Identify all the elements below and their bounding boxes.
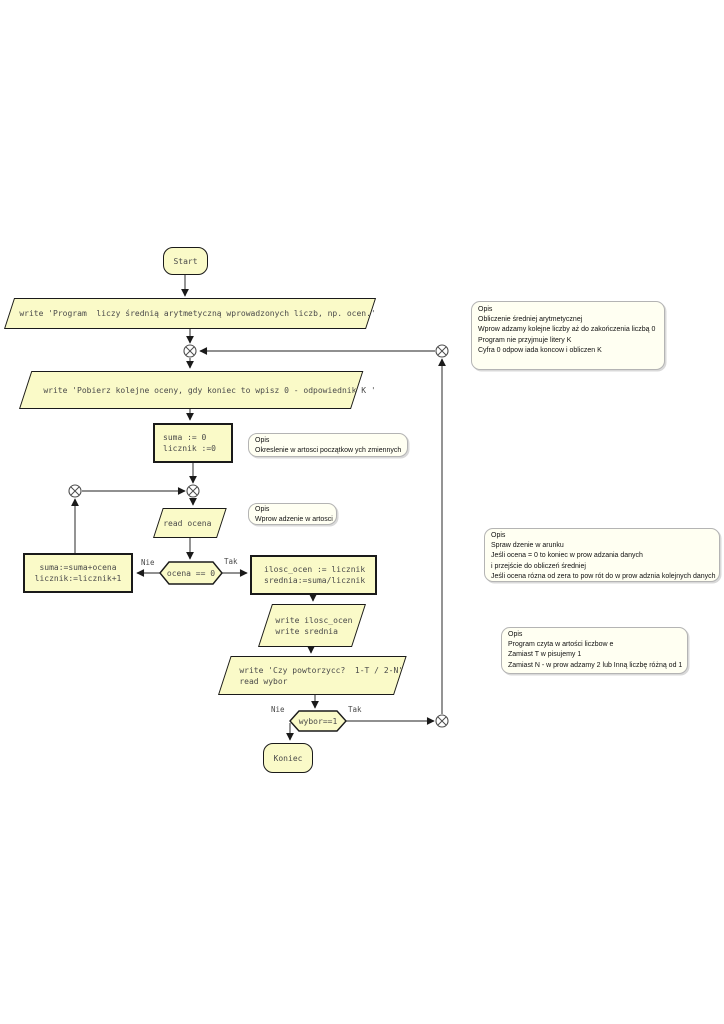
note-line: Program czyta w artości liczbow e (508, 641, 614, 649)
process-compute-line1: ilosc_ocen := licznik (264, 565, 366, 574)
end-label: Koniec (273, 753, 303, 763)
start-node: Start (163, 247, 208, 275)
note-title: Opis (508, 631, 523, 638)
note-line: Spraw dzenie w arunku (491, 542, 564, 550)
note-condition: Opis Spraw dzenie w arunku Jeśli ocena =… (484, 528, 720, 582)
note-line: Program nie przyjmuje litery K (478, 336, 572, 344)
process-accumulate-line1: suma:=suma+ocena (39, 563, 117, 572)
decision-wybor-shape (289, 710, 347, 732)
decision-ocena: ocena == 0 (161, 563, 221, 583)
io-repeat-prompt: write 'Czy powtorzycc? 1-T / 2-N' read w… (218, 656, 407, 695)
io-repeat-line1: write 'Czy powtorzycc? 1-T / 2-N' (239, 665, 404, 675)
process-init-line2: licznik :=0 (163, 444, 216, 453)
note-title: Opis (491, 532, 506, 539)
connector-icon (435, 344, 449, 358)
note-title: Opis (255, 437, 270, 444)
io-read-text: read ocena (163, 518, 212, 528)
note-title: Opis (255, 506, 270, 513)
note-line: Okreslenie w artosci początkow ych zmien… (255, 447, 402, 455)
connector-icon (183, 344, 197, 358)
io-prompt-message: write 'Pobierz kolejne oceny, gdy koniec… (19, 371, 376, 409)
edge-label-wybor-tak: Tak (348, 705, 362, 714)
note-line: Wprow adzenie w artosci (255, 516, 333, 524)
note-line: Cyfra 0 odpow iada koncow i obliczen K (478, 346, 602, 354)
decision-wybor: wybor==1 (293, 712, 343, 730)
note-line: i przejście do obliczeń średniej (491, 562, 586, 570)
start-label: Start (173, 256, 198, 266)
connector-icon (68, 484, 82, 498)
note-line: Jeśli ocena rózna od zera to pow rót do … (491, 572, 716, 580)
note-output: Opis Program czyta w artości liczbow e Z… (501, 627, 688, 674)
note-line: Wprow adzamy kolejne liczby aż do zakońc… (478, 326, 656, 334)
io-repeat-line2: read wybor (239, 676, 288, 686)
connector-icon (186, 484, 200, 498)
end-node: Koniec (263, 743, 313, 773)
process-compute-line2: srednia:=suma/licznik (264, 576, 366, 585)
edge-label-wybor-nie: Nie (271, 705, 285, 714)
edge-label-ocena-nie: Nie (141, 558, 155, 567)
process-accumulate: suma:=suma+ocena licznik:=licznik+1 (23, 553, 133, 593)
connector-icon (435, 714, 449, 728)
io-prompt-text: write 'Pobierz kolejne oceny, gdy koniec… (43, 385, 376, 395)
io-intro-text: write 'Program liczy średnią arytmetyczn… (19, 309, 376, 318)
process-compute: ilosc_ocen := licznik srednia:=suma/licz… (250, 555, 377, 595)
io-read-ocena: read ocena (153, 508, 227, 538)
decision-wybor-label: wybor==1 (298, 716, 338, 726)
io-output-line2: write srednia (275, 626, 338, 636)
note-line: Zamiast N - w prow adzamy 2 lub Inną lic… (508, 661, 683, 669)
io-output-line1: write ilosc_ocen (275, 615, 353, 625)
process-init-line1: suma := 0 (163, 433, 207, 442)
note-intro: Opis Obliczenie średniej arytmetycznej W… (471, 301, 665, 370)
note-read: Opis Wprow adzenie w artosci (248, 503, 337, 525)
io-intro-message: write 'Program liczy średnią arytmetyczn… (4, 298, 377, 329)
io-output: write ilosc_ocen write srednia (258, 604, 366, 647)
note-title: Opis (478, 306, 493, 313)
edge-label-ocena-tak: Tak (224, 557, 238, 566)
decision-ocena-shape (159, 561, 223, 585)
note-init: Opis Okreslenie w artosci początkow ych … (248, 433, 408, 457)
process-init: suma := 0 licznik :=0 (153, 423, 233, 463)
note-line: Zamiast T w pisujemy 1 (508, 651, 582, 659)
note-line: Jeśli ocena = 0 to koniec w prow adzania… (491, 552, 643, 560)
decision-ocena-label: ocena == 0 (166, 568, 216, 578)
note-line: Obliczenie średniej arytmetycznej (478, 316, 583, 324)
process-accumulate-line2: licznik:=licznik+1 (34, 574, 122, 583)
